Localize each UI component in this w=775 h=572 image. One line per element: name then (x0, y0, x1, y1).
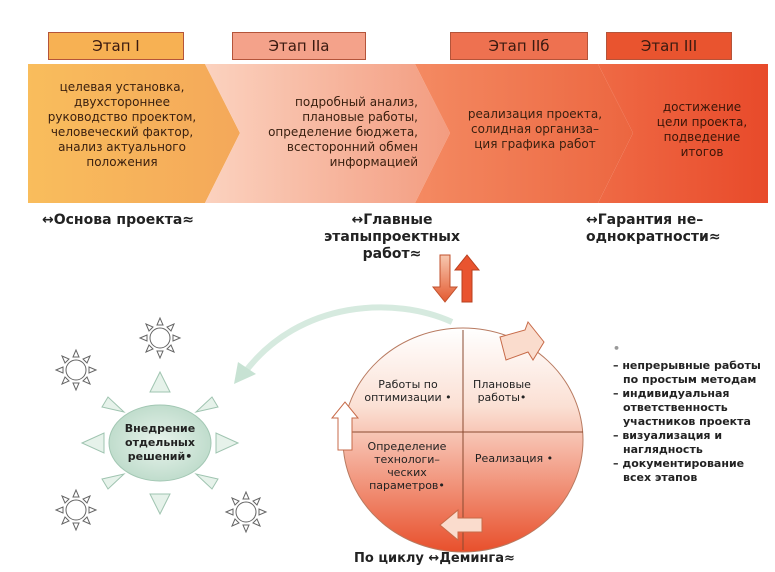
stage-tab-3: Этап IIб (450, 32, 588, 60)
stage-tab-4: Этап III (606, 32, 732, 60)
notes-marker: • (613, 342, 621, 355)
chevron-text-1: целевая установка,двухстороннее руководс… (47, 80, 197, 169)
curve-arrow-head-icon (234, 362, 256, 384)
chevron-stage-2 (205, 64, 450, 203)
down-arrow-icon (431, 254, 459, 303)
stage-tab-2: Этап IIa (232, 32, 366, 60)
up-arrow-icon (453, 254, 481, 303)
footer-left: ↔Основа проекта≈ (42, 212, 195, 228)
chevron-stage-1 (28, 64, 240, 203)
sun-icon-1 (138, 316, 182, 360)
cycle-arrow-bottom-icon (439, 508, 483, 542)
chevron-stage-3 (415, 64, 633, 203)
sun-icon-3 (54, 488, 98, 532)
chevron-text-3: реализация проекта,солидная организа– ци… (467, 107, 603, 151)
sun-icon-4 (224, 490, 268, 534)
curve-arrow (242, 304, 454, 374)
cycle-caption: По циклу ↔Деминга≈ (354, 551, 515, 566)
quadrant-realization: Реализация • (474, 452, 554, 465)
footer-right: ↔Гарантия не–однократности≈ (586, 212, 721, 245)
hub-ellipse (108, 404, 212, 482)
cycle-arrow-top-icon (499, 321, 545, 361)
chevron-text-2: подробный анализ,плановые работы, опреде… (268, 95, 418, 169)
cycle-arrow-left-icon (330, 401, 360, 451)
stage-tab-1: Этап I (48, 32, 184, 60)
hub-triangles (80, 370, 240, 516)
sun-icon-2 (54, 348, 98, 392)
chevron-stage-4 (598, 64, 768, 203)
